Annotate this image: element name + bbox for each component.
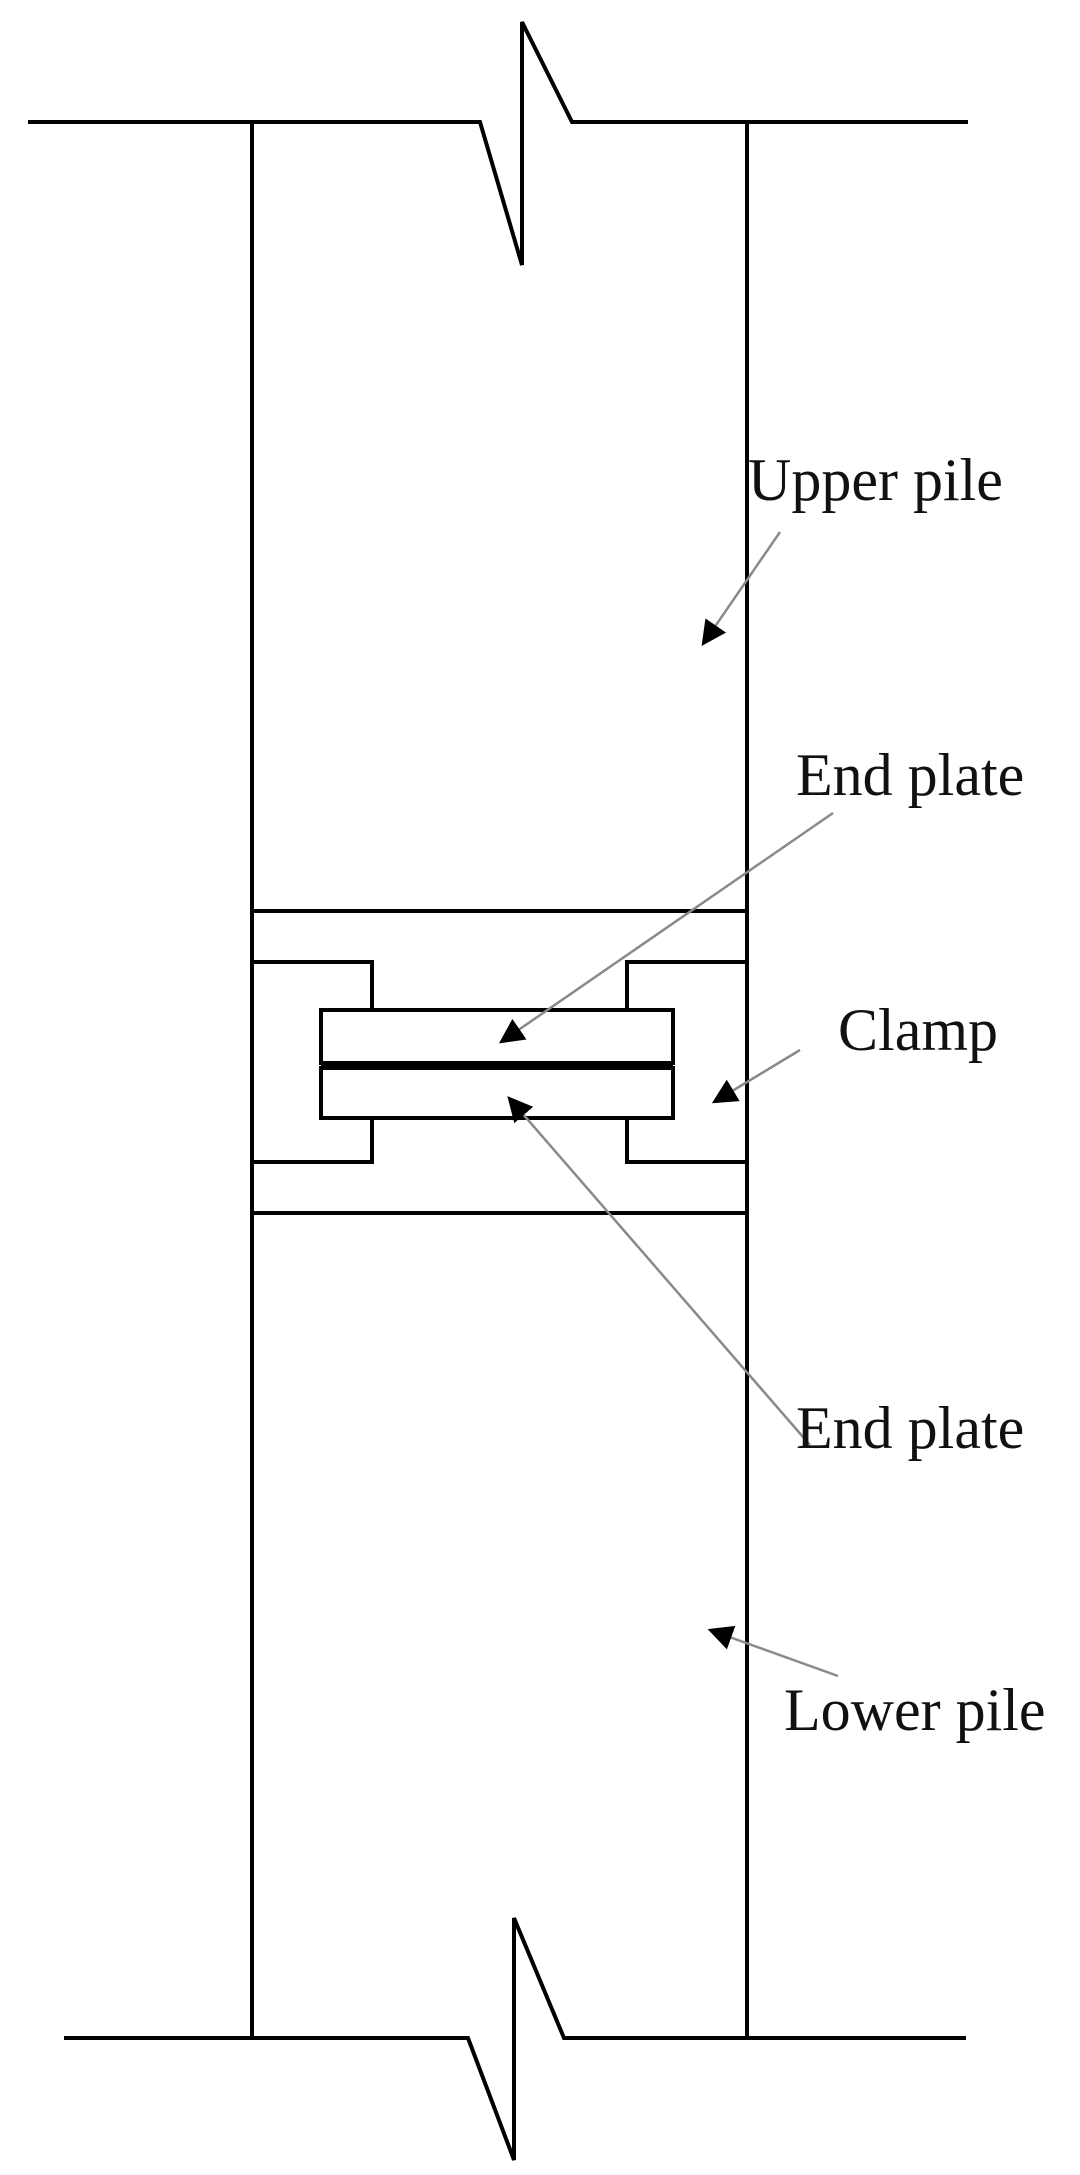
label-upper-pile: Upper pile <box>748 447 1003 513</box>
label-lower-pile: Lower pile <box>784 1677 1046 1743</box>
label-clamp: Clamp <box>838 997 998 1063</box>
bottom-break-line <box>64 1917 966 2161</box>
left-clamp <box>252 960 374 1164</box>
leader-lower-pile <box>707 1625 839 1678</box>
label-end-plate-top: End plate <box>796 742 1024 808</box>
leader-end-plate-bottom <box>507 1096 811 1446</box>
leader-upper-pile <box>701 531 782 647</box>
right-clamp <box>625 960 747 1164</box>
leader-end-plate-top <box>498 811 834 1044</box>
top-break-line <box>28 21 968 266</box>
upper-end-plate <box>319 1008 675 1065</box>
leader-clamp <box>711 1048 801 1104</box>
lower-end-plate <box>319 1066 675 1120</box>
label-end-plate-bottom: End plate <box>796 1395 1024 1461</box>
